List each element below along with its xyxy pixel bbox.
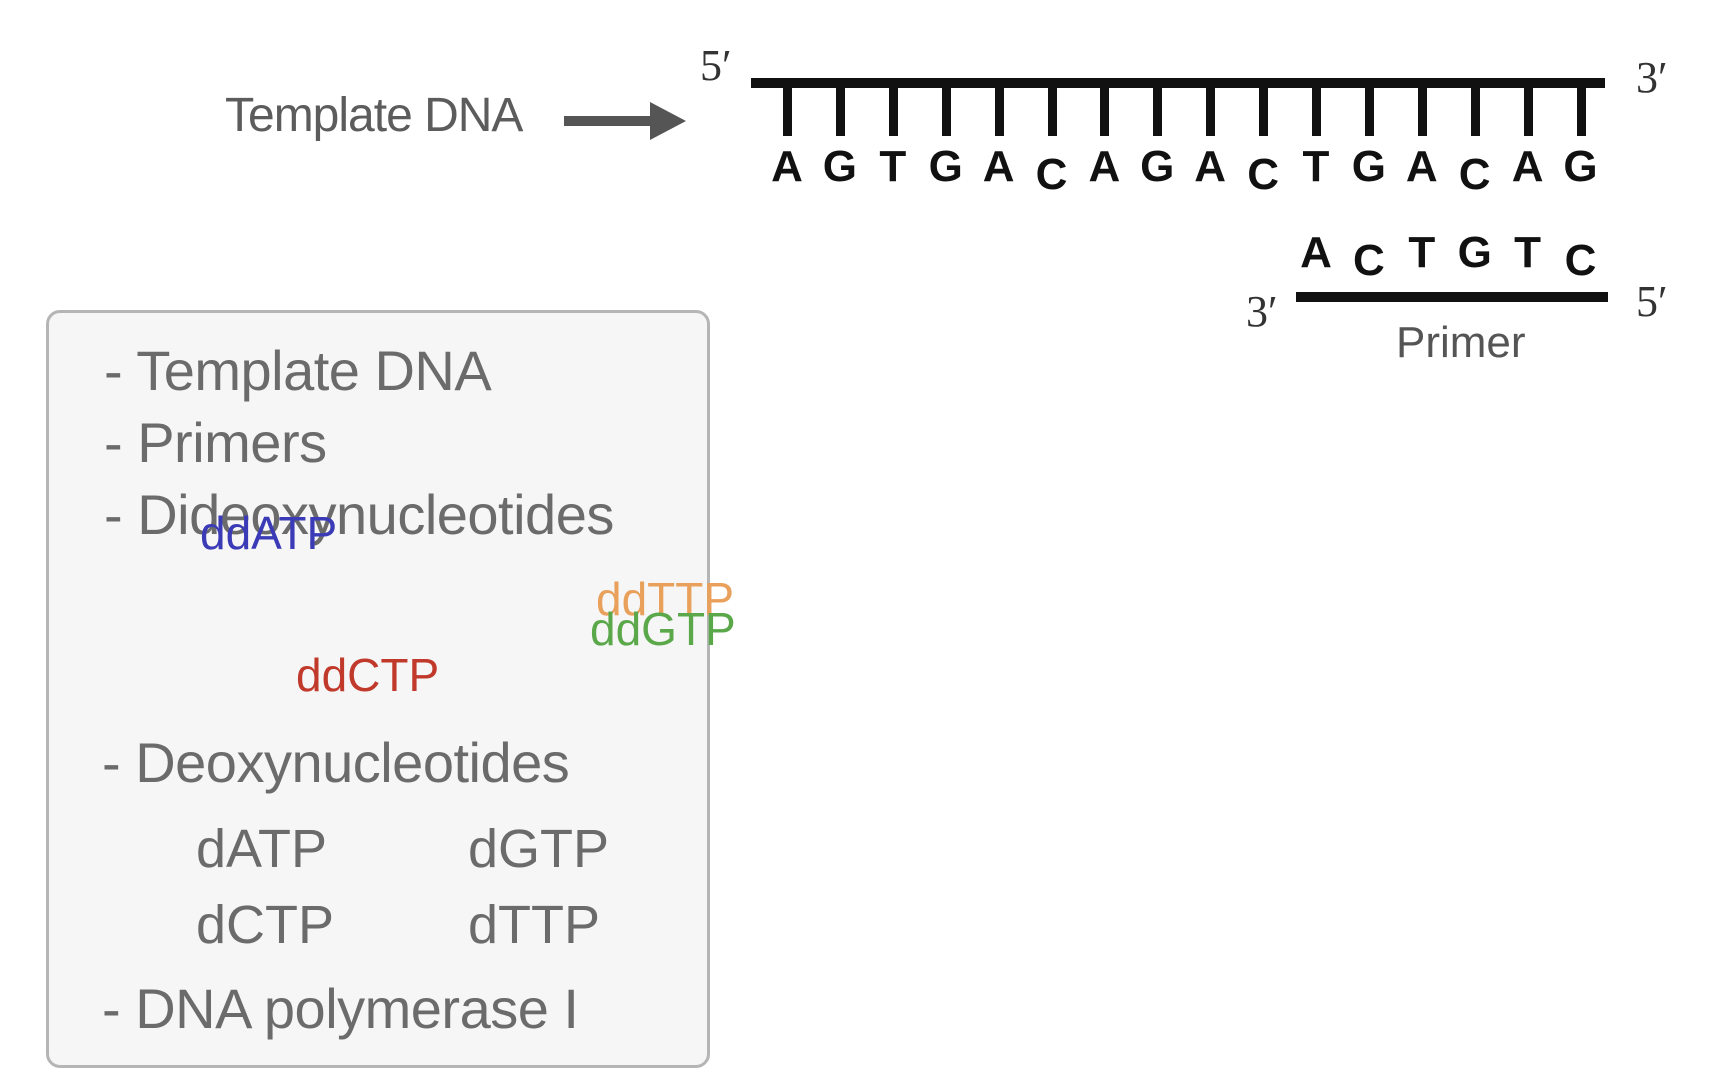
template-tick <box>1470 86 1480 136</box>
primer-backbone <box>1296 292 1608 302</box>
template-tick <box>1417 86 1427 136</box>
template-tick <box>1364 86 1374 136</box>
template-base: A <box>1088 142 1121 191</box>
reagent-dna-polymerase: - DNA polymerase I <box>102 977 579 1040</box>
primer-base: C <box>1564 236 1597 285</box>
template-base: T <box>1302 142 1330 191</box>
dctp-label: dCTP <box>196 895 335 955</box>
template-3prime-label: 3′ <box>1636 53 1668 102</box>
primer-3prime-label: 3′ <box>1246 287 1278 336</box>
ddatp-label: ddATP <box>200 507 338 559</box>
template-tick <box>1100 86 1110 136</box>
template-base: G <box>1563 142 1598 191</box>
reagent-template-dna: - Template DNA <box>104 339 492 402</box>
template-base: G <box>822 142 857 191</box>
template-tick <box>1047 86 1057 136</box>
template-tick <box>1153 86 1163 136</box>
template-tick <box>941 86 951 136</box>
template-tick <box>835 86 845 136</box>
primer-5prime-label: 5′ <box>1636 277 1668 326</box>
template-base: G <box>928 142 963 191</box>
primer-label: Primer <box>1396 318 1526 367</box>
primer-base: C <box>1353 236 1385 285</box>
template-base: G <box>1140 142 1175 191</box>
primer-base: G <box>1457 228 1492 277</box>
primer-base: T <box>1514 228 1542 277</box>
template-tick <box>783 86 792 136</box>
template-base: A <box>1511 142 1544 191</box>
ddttp-label: ddTTP <box>596 573 735 625</box>
dgtp-label: dGTP <box>468 819 610 879</box>
template-base: A <box>982 142 1015 191</box>
template-tick <box>1259 86 1269 136</box>
arrow-right-icon <box>564 102 686 140</box>
template-base: A <box>1405 142 1438 191</box>
dttp-label: dTTP <box>468 895 601 955</box>
template-base: G <box>1351 142 1386 191</box>
reagent-dideoxynucleotides: - Dideoxynucleotides <box>104 483 614 546</box>
reagent-list-box <box>46 310 710 1068</box>
datp-label: dATP <box>196 819 328 879</box>
ddctp-label: ddCTP <box>296 649 440 701</box>
reagent-deoxynucleotides: - Deoxynucleotides <box>102 731 570 794</box>
template-tick <box>994 86 1004 136</box>
template-base: A <box>1194 142 1227 191</box>
template-tick <box>1206 86 1216 136</box>
template-base: A <box>771 142 803 191</box>
template-backbone <box>751 78 1605 88</box>
template-5prime-label: 5′ <box>700 41 732 90</box>
primer-base: T <box>1408 228 1436 277</box>
template-tick <box>1576 86 1586 136</box>
primer-base: A <box>1300 228 1332 277</box>
template-base: C <box>1247 150 1279 199</box>
template-tick <box>888 86 898 136</box>
template-base: C <box>1035 150 1068 199</box>
reagent-primers: - Primers <box>104 411 327 474</box>
template-tick <box>1312 86 1321 136</box>
template-base: C <box>1458 150 1491 199</box>
template-base: T <box>879 142 907 191</box>
template-tick <box>1523 86 1533 136</box>
ddgtp-label: ddGTP <box>590 603 736 655</box>
template-dna-label: Template DNA <box>225 89 523 142</box>
